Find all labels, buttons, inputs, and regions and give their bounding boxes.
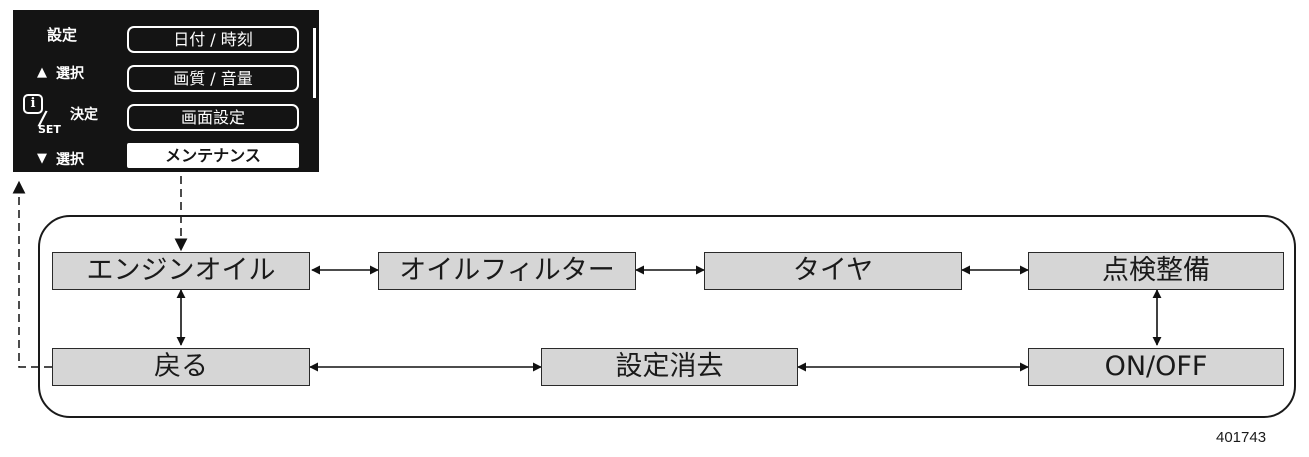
menu-option-picture-volume[interactable]: 画質 / 音量 bbox=[127, 65, 299, 92]
node-reset[interactable]: 設定消去 bbox=[541, 348, 798, 386]
node-engine-oil[interactable]: エンジンオイル bbox=[52, 252, 310, 290]
figure-id: 401743 bbox=[1216, 429, 1267, 446]
decide-label: 決定 bbox=[70, 107, 98, 123]
select-up-label: 選択 bbox=[56, 66, 84, 82]
settings-label: 設定 bbox=[47, 26, 78, 44]
node-inspection[interactable]: 点検整備 bbox=[1028, 252, 1284, 290]
select-down-label: 選択 bbox=[56, 152, 84, 168]
node-oil-filter[interactable]: オイルフィルター bbox=[378, 252, 636, 290]
node-on-off[interactable]: ON/OFF bbox=[1028, 348, 1284, 386]
node-tire[interactable]: タイヤ bbox=[704, 252, 962, 290]
node-back[interactable]: 戻る bbox=[52, 348, 310, 386]
settings-display-panel: 設定 ▲ 選択 i / SET 決定 ▼ 選択 日付 / 時刻 画質 / 音量 … bbox=[13, 10, 319, 172]
menu-option-date-time[interactable]: 日付 / 時刻 bbox=[127, 26, 299, 53]
info-icon: i bbox=[23, 94, 43, 114]
up-triangle-icon: ▲ bbox=[37, 65, 47, 80]
maintenance-menu-frame bbox=[38, 215, 1296, 418]
set-label: SET bbox=[38, 123, 61, 136]
dashed-return-to-panel bbox=[12, 180, 52, 368]
menu-option-maintenance[interactable]: メンテナンス bbox=[127, 143, 299, 168]
down-triangle-icon: ▼ bbox=[37, 151, 47, 166]
menu-option-screen-settings[interactable]: 画面設定 bbox=[127, 104, 299, 131]
menu-scrollbar bbox=[313, 28, 316, 98]
